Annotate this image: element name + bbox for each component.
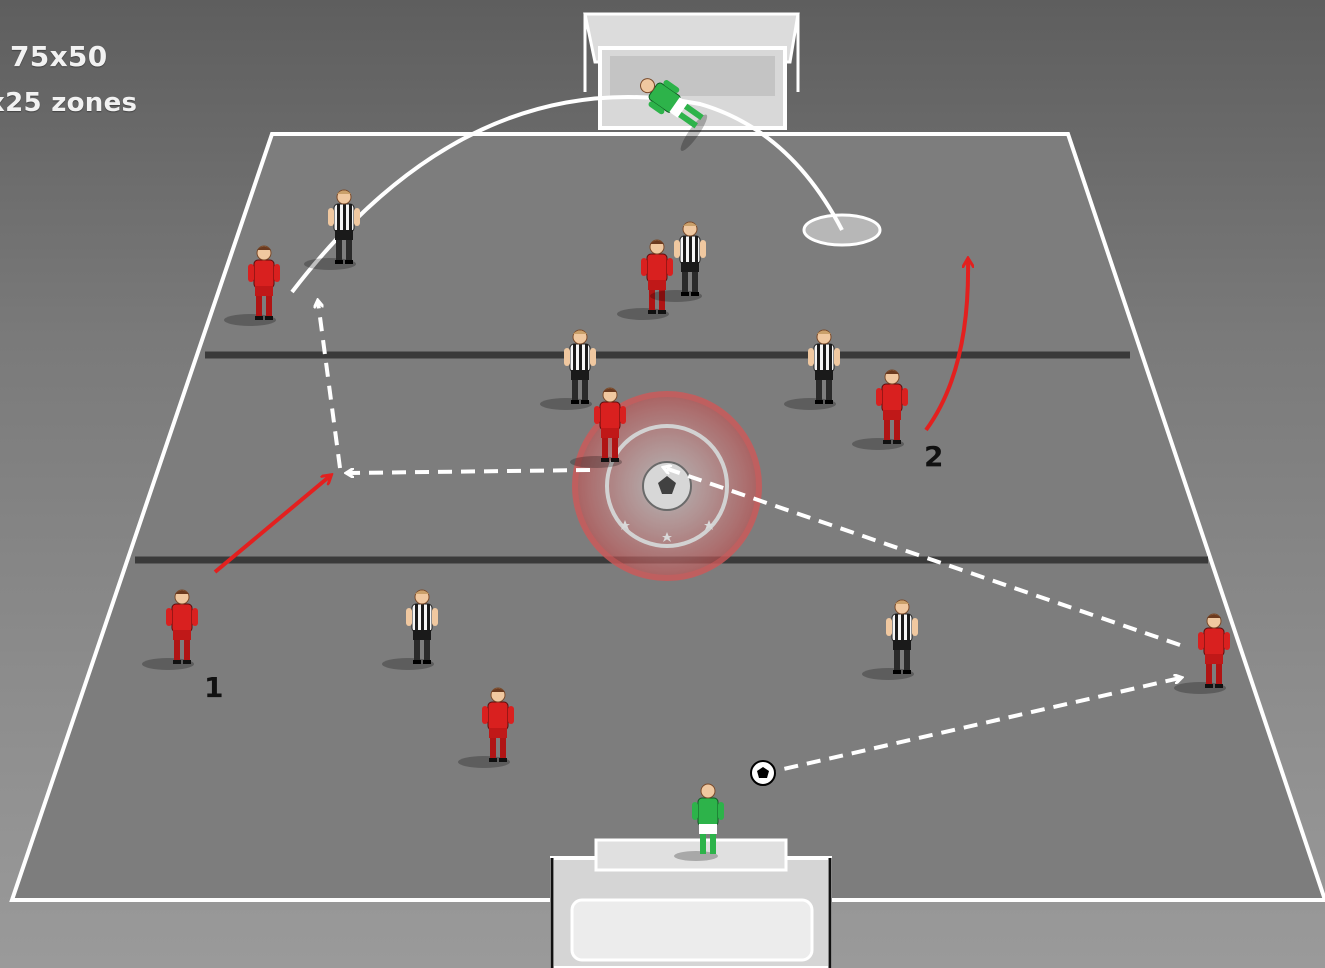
player-number-2: 2 [924,440,943,473]
run-arrow-player-1 [213,476,330,574]
pass-center-to-left [348,470,591,473]
run-arrow-player-2 [924,260,968,432]
top-goal [583,12,800,130]
cross-arc [290,95,844,294]
pass-keeper-to-wing [761,678,1180,776]
player-number-1: 1 [204,671,223,704]
soccer-ball-icon [750,760,776,786]
club-crest-logo [572,391,762,581]
pass-left-forward [318,302,342,469]
zones-label: x25 zones [0,88,138,118]
field-dimensions-label: 75x50 [10,40,108,73]
